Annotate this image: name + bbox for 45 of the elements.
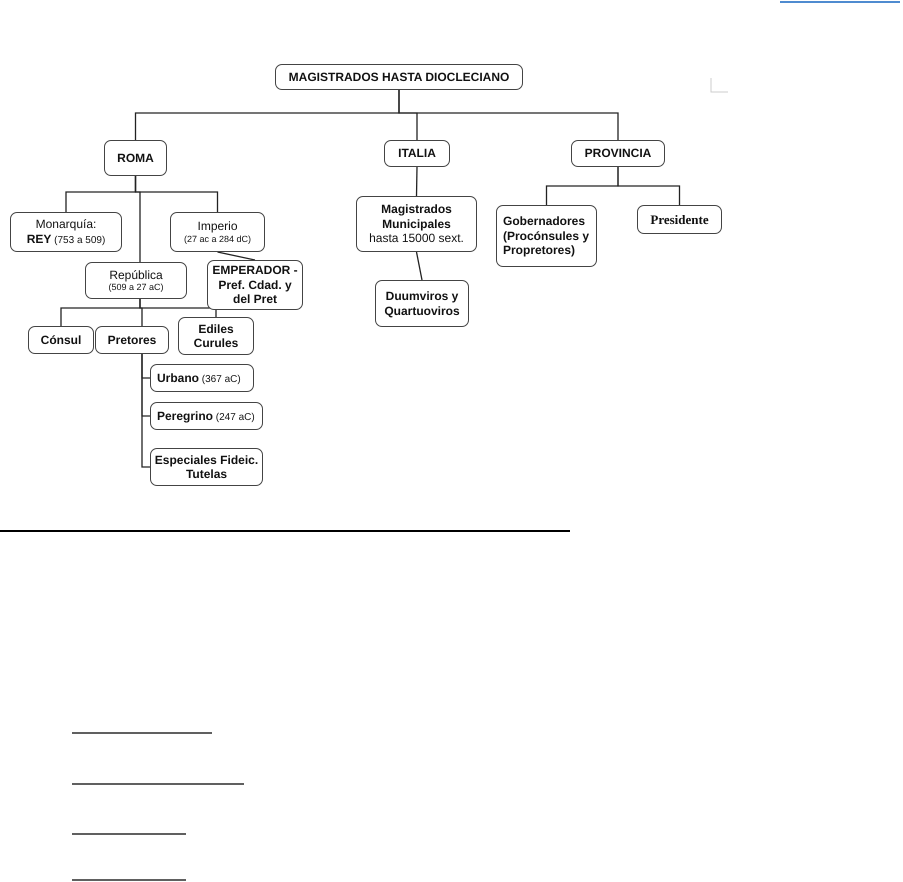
org-box — [10, 212, 122, 252]
org-box — [150, 402, 263, 430]
box-text: Imperio — [197, 219, 238, 234]
connector-line — [416, 166, 418, 196]
connector-line — [139, 299, 217, 317]
org-box — [275, 64, 523, 90]
box-text: MAGISTRADOS HASTA DIOCLECIANO — [288, 70, 510, 84]
box-text: Duumviros y Quartuoviros — [383, 289, 461, 318]
connector-line — [141, 354, 150, 468]
org-box — [571, 140, 665, 167]
org-box — [496, 205, 597, 267]
box-text: Presidente — [650, 212, 709, 228]
box-text: Cónsul — [40, 332, 82, 348]
org-box — [85, 262, 187, 299]
org-box — [375, 280, 469, 327]
connector-line — [398, 90, 619, 140]
connector-line — [134, 176, 141, 262]
org-box — [150, 364, 254, 392]
org-box — [356, 196, 477, 252]
box-text: Especiales Fideic. Tutelas — [154, 452, 259, 482]
box-text: EMPERADOR - Pref. Cdad. y del Pret — [211, 263, 299, 307]
box-text: Peregrino (247 aC) — [157, 408, 255, 424]
org-box — [104, 140, 167, 176]
box-text: República — [109, 268, 163, 282]
box-text: ROMA — [117, 150, 154, 166]
org-box — [178, 317, 254, 355]
box-text: Gobernadores (Procónsules y Propretores) — [503, 214, 590, 258]
org-box — [637, 205, 722, 234]
org-box — [28, 326, 94, 354]
box-text: Monarquía: — [36, 217, 96, 232]
box-text: ITALIA — [398, 146, 436, 161]
connector-line — [217, 251, 256, 261]
org-box — [384, 140, 450, 167]
box-text: (27 ac a 284 dC) — [184, 234, 252, 245]
box-text: Pretores — [108, 332, 156, 348]
connector-line — [617, 167, 680, 205]
box-text: Ediles Curules — [192, 322, 240, 350]
org-box — [95, 326, 169, 354]
box-text: PROVINCIA — [584, 146, 652, 161]
connector-line — [416, 252, 423, 280]
box-text: Urbano (367 aC) — [157, 370, 241, 386]
org-box — [170, 212, 265, 252]
box-text: (509 a 27 aC) — [108, 282, 164, 294]
box-text: REY (753 a 509) — [26, 232, 106, 247]
box-text: hasta 15000 sext. — [369, 231, 464, 246]
